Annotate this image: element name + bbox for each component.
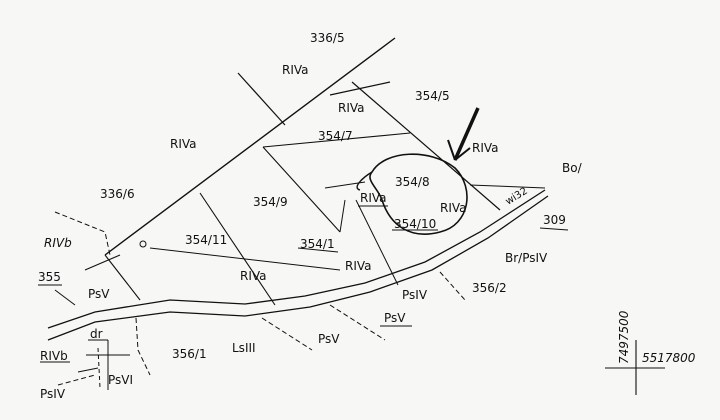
parcel-354-5: 354/5 bbox=[415, 89, 450, 103]
parcel-354-10: 354/10 bbox=[394, 217, 436, 231]
class-riva-small: RIVa bbox=[360, 191, 387, 205]
boundary-354-8-west bbox=[339, 199, 346, 233]
underline-354-1 bbox=[297, 247, 339, 253]
boundary-355-north bbox=[84, 254, 121, 271]
boundary-354-1-east bbox=[355, 199, 399, 286]
parcel-356-1: 356/1 bbox=[172, 347, 207, 361]
class-psiv-bottom: PsIV bbox=[40, 387, 66, 401]
parcel-336-6: 336/6 bbox=[100, 187, 135, 201]
dashed-boundary-rivb-lower bbox=[97, 347, 101, 389]
dashed-boundary-psv-south bbox=[329, 304, 386, 341]
class-psv-road: PsV bbox=[384, 311, 406, 325]
boundary-354-11-south bbox=[104, 254, 141, 301]
arrow-marker-head-a bbox=[447, 139, 456, 161]
dashed-boundary-356-2 bbox=[439, 271, 466, 301]
class-riva-354-5: RIVa bbox=[472, 141, 499, 155]
coordinate-northing: 7497500 bbox=[617, 310, 631, 364]
dashed-boundary-356-1 bbox=[135, 317, 151, 376]
class-rivb-lower: RIVb bbox=[40, 349, 68, 363]
class-br-psiv: Br/PsIV bbox=[505, 251, 548, 265]
arrow-marker-head-b bbox=[454, 147, 471, 161]
class-psv-355: PsV bbox=[88, 287, 110, 301]
class-rivb-upper: RIVb bbox=[44, 236, 72, 250]
dashed-boundary-psv-mid bbox=[261, 317, 313, 351]
boundary-354-9-north bbox=[262, 146, 341, 233]
boundary-354-7-north bbox=[351, 81, 501, 211]
label-wi32: wi32 bbox=[504, 186, 530, 208]
cross-marker-arrow bbox=[77, 367, 99, 373]
class-psvi: PsVI bbox=[108, 373, 133, 387]
class-riva-336-6: RIVa bbox=[170, 137, 197, 151]
handdrawn-circle bbox=[369, 153, 468, 235]
road-south-edge bbox=[47, 195, 549, 341]
class-lsiii: LsIII bbox=[232, 341, 256, 355]
road-north-edge bbox=[47, 189, 546, 329]
boundary-354-7-south bbox=[262, 132, 411, 148]
boundary-upper-left bbox=[237, 72, 286, 126]
survey-point-marker bbox=[139, 240, 147, 248]
parcel-355: 355 bbox=[38, 270, 61, 284]
coordinate-easting: 5517800 bbox=[642, 351, 696, 365]
class-riva-354-1: RIVa bbox=[345, 259, 372, 273]
boundary-354-11-north bbox=[199, 192, 276, 306]
underline-309 bbox=[539, 227, 569, 231]
class-psv-356-1: PsV bbox=[318, 332, 340, 346]
parcel-354-11: 354/11 bbox=[185, 233, 227, 247]
parcel-309: 309 bbox=[543, 213, 566, 227]
class-bo: Bo/ bbox=[562, 161, 583, 175]
parcel-354-7: 354/7 bbox=[318, 129, 353, 143]
parcel-354-9: 354/9 bbox=[253, 195, 288, 209]
handdrawn-circle-tail bbox=[356, 171, 373, 191]
arrow-marker-shaft bbox=[453, 107, 480, 161]
class-riva-354-8: RIVa bbox=[440, 201, 467, 215]
boundary-main-diagonal bbox=[104, 37, 396, 256]
parcel-336-5: 336/5 bbox=[310, 31, 345, 45]
dashed-boundary-psvi bbox=[57, 374, 96, 386]
parcel-354-8: 354/8 bbox=[395, 175, 430, 189]
parcel-354-1: 354/1 bbox=[300, 237, 335, 251]
parcel-356-2: 356/2 bbox=[472, 281, 507, 295]
dashed-boundary-rivb bbox=[54, 211, 111, 256]
boundary-355-divider bbox=[54, 289, 76, 306]
class-riva-top: RIVa bbox=[282, 63, 309, 77]
class-psiv-road: PsIV bbox=[402, 288, 428, 302]
class-riva-354-11: RIVa bbox=[240, 269, 267, 283]
class-riva-354-7: RIVa bbox=[338, 101, 365, 115]
label-dr: dr bbox=[90, 327, 103, 341]
boundary-354-1-south bbox=[149, 247, 341, 271]
boundary-309 bbox=[469, 184, 546, 189]
